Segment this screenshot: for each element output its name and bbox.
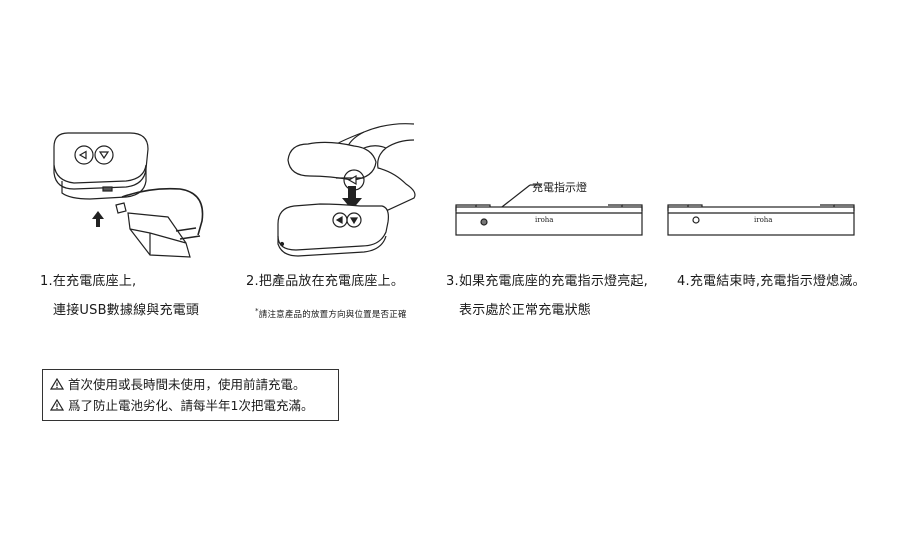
brand-label-3: iroha xyxy=(535,216,554,224)
arrow-down-icon xyxy=(342,186,362,210)
step-2-number: 2. xyxy=(246,274,259,289)
product-arrow-icon xyxy=(347,174,357,186)
step-2-note-mark: * xyxy=(255,306,259,315)
step-3-number: 3. xyxy=(446,274,459,289)
step-2-note-line: *請注意產品的放置方向與位置是否正確 xyxy=(246,302,407,324)
step-4-line1: 充電結束時,充電指示燈熄滅。 xyxy=(689,274,866,289)
base-button-right-icon xyxy=(94,145,114,165)
warning-box: 首次使用或長時間未使用，使用前請充電。 爲了防止電池劣化、請每半年1次把電充滿。 xyxy=(42,369,339,421)
figure-base-indicator-on xyxy=(455,184,643,236)
step-1-line1: 在充電底座上, xyxy=(52,274,137,289)
charge-indicator-on xyxy=(480,218,488,226)
step-3-line1: 如果充電底座的充電指示燈亮起, xyxy=(458,274,648,289)
step-2-note: 請注意產品的放置方向與位置是否正確 xyxy=(258,309,407,320)
base-button-left-icon xyxy=(74,145,94,165)
warning-line-1: 首次使用或長時間未使用，使用前請充電。 xyxy=(50,374,338,395)
indicator-callout: 充電指示燈 xyxy=(532,181,587,194)
step-2-line1: 把產品放在充電底座上。 xyxy=(258,274,405,289)
charge-indicator-off xyxy=(692,216,700,224)
warning-triangle-icon xyxy=(50,378,64,390)
step-4-number: 4. xyxy=(677,274,690,289)
step-1-number: 1. xyxy=(40,274,53,289)
usb-port-icon xyxy=(102,186,113,192)
warning-triangle-icon xyxy=(50,399,64,411)
warning-text-2: 爲了防止電池劣化、請每半年1次把電充滿。 xyxy=(68,398,314,413)
arrow-up-icon xyxy=(92,211,104,227)
step-1-line2: 連接USB數據線與充電頭 xyxy=(53,303,200,318)
figure-base-indicator-off xyxy=(667,204,855,236)
figure-base-with-usb-adapter xyxy=(53,132,204,258)
warning-line-2: 爲了防止電池劣化、請每半年1次把電充滿。 xyxy=(50,395,338,416)
warning-text-1: 首次使用或長時間未使用，使用前請充電。 xyxy=(68,377,306,392)
figure-place-product-on-base xyxy=(277,123,416,257)
step-2-text: 2.把產品放在充電底座上。 *請注意產品的放置方向與位置是否正確 xyxy=(246,273,407,324)
brand-label-4: iroha xyxy=(754,216,773,224)
step-3-text: 3.如果充電底座的充電指示燈亮起, 表示處於正常充電狀態 xyxy=(446,273,648,320)
step-4-text: 4.充電結束時,充電指示燈熄滅。 xyxy=(677,273,866,291)
step-3-line2: 表示處於正常充電狀態 xyxy=(459,303,592,318)
step-1-text: 1.在充電底座上, 連接USB數據線與充電頭 xyxy=(40,273,199,320)
